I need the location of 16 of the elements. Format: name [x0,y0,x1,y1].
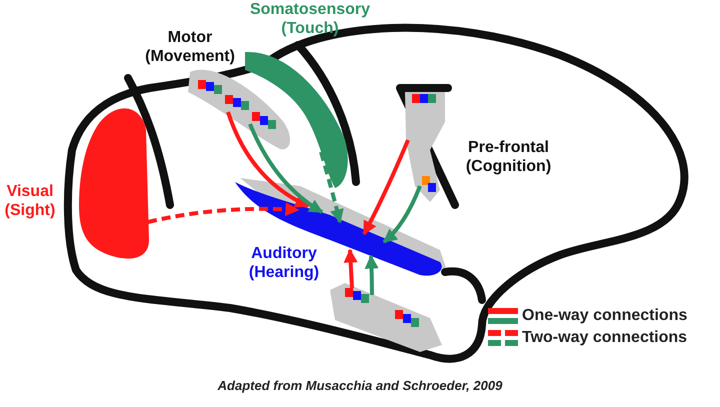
caption: Adapted from Musacchia and Schroeder, 2009 [216,378,504,393]
region-label: Motor (Movement) [144,28,236,66]
region-label: Pre-frontal (Cognition) [464,138,552,176]
connection-arrow [382,185,422,244]
connection-arrow [148,202,300,224]
region-label: Somatosensory (Touch) [248,0,372,38]
legend-text: One-way connections [522,306,688,326]
connection-arrow [362,139,410,236]
connection-arrow [248,123,324,214]
connection-arrow [226,111,310,208]
region-label: Auditory (Hearing) [248,244,320,282]
region-label: Visual (Sight) [4,182,56,220]
connection-arrow [319,151,344,224]
connection-arrow [364,254,379,295]
legend-text: Two-way connections [522,328,688,348]
connection-arrow [344,248,358,288]
